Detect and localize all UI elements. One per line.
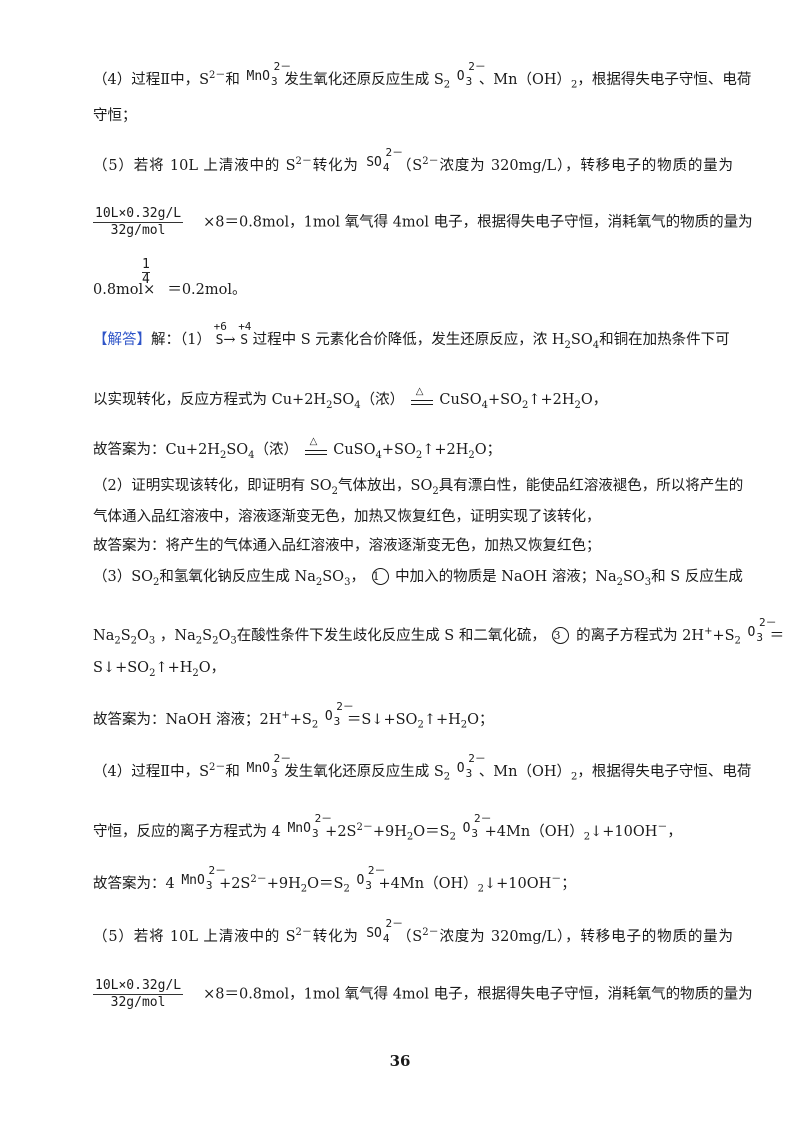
- para-5-line-3: 0.8mol×＝0.2mol。: [93, 282, 247, 298]
- para-3-line-1: （3）SO2和氢氧化钠反应生成 Na2SO3， 1 中加入的物质是 NaOH 溶…: [93, 568, 743, 588]
- para-2-line-3: 故答案为：将产生的气体通入品红溶液中，溶液逐渐变无色，加热又恢复红色；: [93, 538, 601, 554]
- page-number: 36: [389, 1052, 411, 1070]
- para-2-line-2: 气体通入品红溶液中，溶液逐渐变无色，加热又恢复红色，证明实现了该转化，: [93, 509, 601, 525]
- answer-line-3: 故答案为：Cu+2H2SO4（浓） △ CuSO4+SO2↑+2H2O；: [93, 436, 502, 461]
- para-4-line-2: 守恒；: [93, 108, 137, 124]
- para-3-line-3: S↓+SO2↑+H2O，: [93, 660, 226, 679]
- answer-line-2: 以实现转化，反应方程式为 Cu+2H2SO4（浓） △ CuSO4+SO2↑+2…: [93, 386, 608, 411]
- circled-number-1: 1: [371, 568, 389, 585]
- heat-condition-2: △: [304, 437, 327, 457]
- para-2-line-1: （2）证明实现该转化，即证明有 SO2气体放出，SO2具有漂白性，能使品红溶液褪…: [93, 478, 744, 497]
- answer-tag: 【解答】: [93, 332, 151, 348]
- para-3-line-2: Na2S2O3 ，Na2S2O3在酸性条件下发生歧化反应生成 S 和二氧化硫， …: [93, 616, 785, 647]
- heat-condition: △: [410, 387, 433, 407]
- circled-number-3: 3: [552, 626, 570, 644]
